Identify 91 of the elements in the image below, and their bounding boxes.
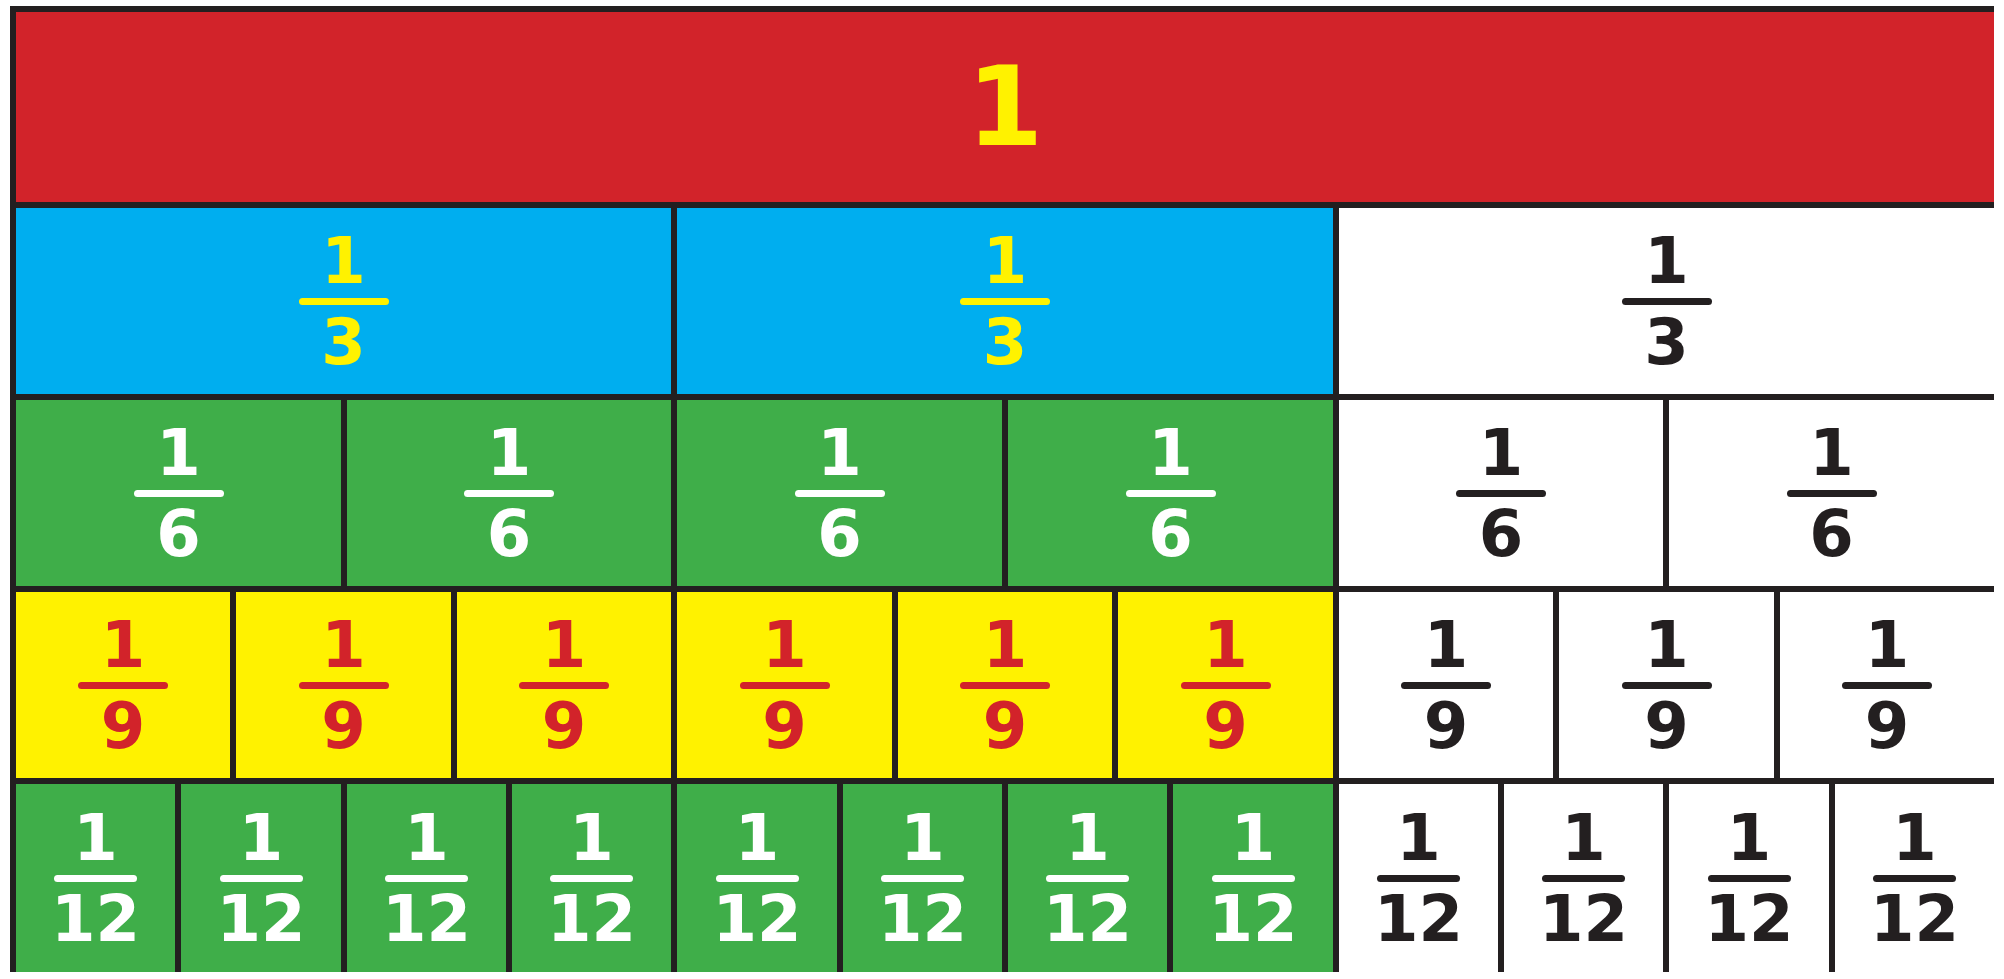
fraction-tile — [1339, 784, 1498, 972]
denominator: 9 — [1644, 692, 1689, 759]
denominator: 6 — [1148, 500, 1193, 567]
fraction-tile — [1780, 592, 1994, 778]
fraction-tile — [677, 208, 1333, 394]
fraction-tile — [1559, 592, 1774, 778]
fraction-tile — [677, 592, 892, 778]
fraction-tile — [1669, 784, 1829, 972]
denominator: 12 — [546, 885, 637, 952]
numerator: 1 — [541, 611, 587, 678]
numerator: 1 — [486, 419, 532, 486]
numerator: 1 — [73, 804, 118, 871]
denominator: 9 — [1203, 692, 1248, 759]
numerator: 1 — [1864, 611, 1910, 678]
numerator: 1 — [982, 611, 1028, 678]
fraction-tile — [1339, 400, 1663, 586]
fraction-tile — [1173, 784, 1333, 972]
denominator: 3 — [321, 308, 366, 375]
denominator: 12 — [1704, 885, 1794, 952]
numerator: 1 — [1423, 611, 1469, 678]
fraction-tile — [347, 784, 506, 972]
denominator: 9 — [982, 692, 1028, 759]
fraction-tile — [1504, 784, 1663, 972]
fraction-tile — [677, 784, 837, 972]
denominator: 12 — [1869, 885, 1960, 952]
fraction-tile — [16, 12, 1994, 202]
numerator: 1 — [1644, 611, 1689, 678]
fraction-tile — [181, 784, 341, 972]
denominator: 6 — [1809, 500, 1854, 567]
denominator: 12 — [1538, 885, 1629, 952]
numerator: 1 — [321, 227, 366, 294]
denominator: 9 — [1423, 692, 1469, 759]
fraction-tile — [1339, 208, 1994, 394]
numerator: 1 — [1478, 419, 1524, 486]
fraction-tile — [347, 400, 671, 586]
denominator: 6 — [156, 500, 201, 567]
numerator: 1 — [1396, 804, 1441, 871]
denominator: 6 — [817, 500, 862, 567]
denominator: 9 — [762, 692, 807, 759]
fraction-tile — [843, 784, 1002, 972]
numerator: 1 — [734, 804, 780, 871]
denominator: 6 — [486, 500, 532, 567]
numerator: 1 — [1148, 419, 1193, 486]
denominator: 12 — [1042, 885, 1133, 952]
whole-number: 1 — [966, 47, 1044, 167]
numerator: 1 — [1561, 804, 1606, 871]
denominator: 12 — [1373, 885, 1464, 952]
fraction-tile — [16, 784, 175, 972]
numerator: 1 — [321, 611, 366, 678]
numerator: 1 — [156, 419, 201, 486]
numerator: 1 — [1230, 804, 1276, 871]
fraction-tile — [1118, 592, 1333, 778]
denominator: 12 — [50, 885, 141, 952]
numerator: 1 — [900, 804, 945, 871]
numerator: 1 — [404, 804, 449, 871]
denominator: 9 — [321, 692, 366, 759]
fraction-tile — [512, 784, 671, 972]
numerator: 1 — [100, 611, 146, 678]
fraction-tile — [236, 592, 451, 778]
denominator: 12 — [877, 885, 968, 952]
denominator: 9 — [100, 692, 146, 759]
numerator: 1 — [238, 804, 284, 871]
denominator: 12 — [1208, 885, 1298, 952]
numerator: 1 — [1809, 419, 1854, 486]
denominator: 12 — [381, 885, 472, 952]
fraction-tile — [457, 592, 671, 778]
fraction-tile — [898, 592, 1112, 778]
numerator: 1 — [569, 804, 614, 871]
numerator: 1 — [817, 419, 862, 486]
denominator: 9 — [1864, 692, 1910, 759]
denominator: 3 — [982, 308, 1028, 375]
numerator: 1 — [1644, 227, 1689, 294]
fraction-tile — [16, 400, 341, 586]
fraction-tile — [677, 400, 1002, 586]
denominator: 12 — [216, 885, 306, 952]
numerator: 1 — [1065, 804, 1110, 871]
numerator: 1 — [762, 611, 807, 678]
fraction-tile — [1669, 400, 1994, 586]
numerator: 1 — [1726, 804, 1772, 871]
fraction-tile — [1008, 784, 1167, 972]
numerator: 1 — [1203, 611, 1248, 678]
denominator: 12 — [712, 885, 802, 952]
numerator: 1 — [1892, 804, 1937, 871]
numerator: 1 — [982, 227, 1028, 294]
fraction-tile — [1008, 400, 1333, 586]
denominator: 6 — [1478, 500, 1524, 567]
denominator: 9 — [541, 692, 587, 759]
denominator: 3 — [1644, 308, 1689, 375]
fraction-tile — [16, 208, 671, 394]
fraction-tile — [16, 592, 230, 778]
fraction-tile — [1339, 592, 1553, 778]
